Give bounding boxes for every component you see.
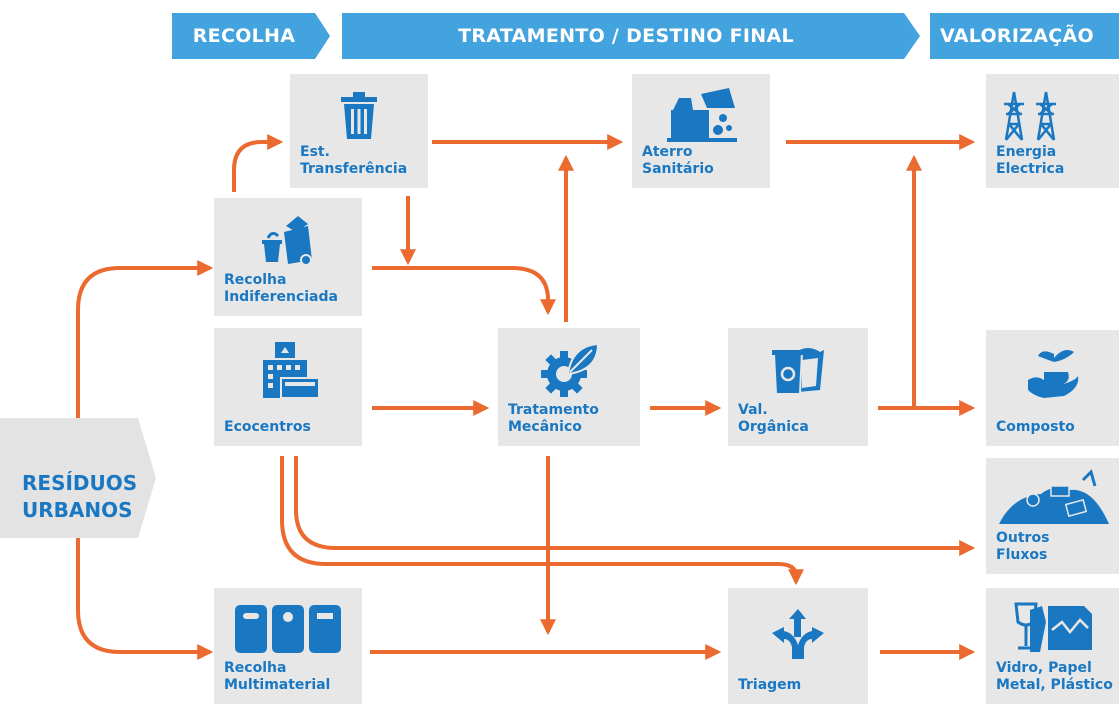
node-label: Vidro, Papel Metal, Plástico: [996, 660, 1113, 693]
arrow-indiferenciada-to-tratamento: [372, 266, 556, 316]
node-composto: Composto: [986, 330, 1119, 446]
node-aterro-sanitario: Aterro Sanitário: [632, 74, 770, 188]
header-recolha-label: RECOLHA: [192, 25, 296, 47]
glass-paper-icon: [986, 596, 1119, 660]
header-valorizacao-label: VALORIZAÇÃO: [940, 25, 1094, 47]
source-residuos-urbanos: [0, 418, 160, 542]
node-triagem: Triagem: [728, 588, 868, 704]
arrow-source-to-indiferenciada: [76, 260, 214, 418]
node-recolha-multimaterial: Recolha Multimaterial: [214, 588, 362, 704]
arrow-ecocentros-to-triagem: [280, 456, 804, 586]
organic-bin-icon: [728, 338, 868, 402]
node-label: Composto: [996, 419, 1075, 435]
node-label: Val. Orgânica: [738, 402, 809, 435]
node-outros-fluxos: Outros Fluxos: [986, 458, 1119, 574]
source-label-line2: URBANOS: [22, 498, 133, 522]
node-label: Tratamento Mecânico: [508, 402, 599, 435]
node-est-transferencia: Est. Transferência: [290, 74, 428, 188]
node-vidro-papel: Vidro, Papel Metal, Plástico: [986, 588, 1119, 704]
node-tratamento-mecanico: Tratamento Mecânico: [498, 328, 640, 446]
header-tratamento: TRATAMENTO / DESTINO FINAL: [342, 13, 920, 59]
arrow-indiferenciada-to-transferencia: [232, 134, 284, 192]
node-label: Aterro Sanitário: [642, 144, 714, 177]
node-label: Recolha Indiferenciada: [224, 272, 338, 305]
split-arrows-icon: [728, 602, 868, 666]
gear-leaf-icon: [498, 338, 640, 402]
arrow-source-to-multimaterial: [76, 538, 214, 660]
node-energia-electrica: Energia Electrica: [986, 74, 1119, 188]
hand-sprout-icon: [986, 340, 1119, 404]
node-label: Est. Transferência: [300, 144, 408, 177]
node-label: Ecocentros: [224, 419, 311, 435]
waste-pile-icon: [986, 464, 1119, 528]
arrow-ecocentros-to-outros: [294, 456, 976, 556]
header-tratamento-label: TRATAMENTO / DESTINO FINAL: [458, 25, 794, 47]
node-label: Recolha Multimaterial: [224, 660, 331, 693]
recycling-containers-icon: [214, 596, 362, 660]
node-ecocentros: Ecocentros: [214, 328, 362, 446]
recycling-building-icon: [214, 338, 362, 402]
header-valorizacao: VALORIZAÇÃO: [930, 13, 1119, 59]
source-label: RESÍDUOS URBANOS: [22, 470, 137, 524]
node-label: Triagem: [738, 677, 802, 693]
landfill-truck-icon: [632, 84, 770, 148]
trash-bin-icon: [290, 84, 428, 148]
node-recolha-indiferenciada: Recolha Indiferenciada: [214, 198, 362, 316]
header-recolha: RECOLHA: [172, 13, 330, 59]
waste-bins-icon: [214, 208, 362, 272]
node-label: Outros Fluxos: [996, 530, 1050, 563]
node-val-organica: Val. Orgânica: [728, 328, 868, 446]
power-pylon-icon: [986, 84, 1119, 148]
source-label-line1: RESÍDUOS: [22, 471, 138, 495]
node-label: Energia Electrica: [996, 144, 1065, 177]
